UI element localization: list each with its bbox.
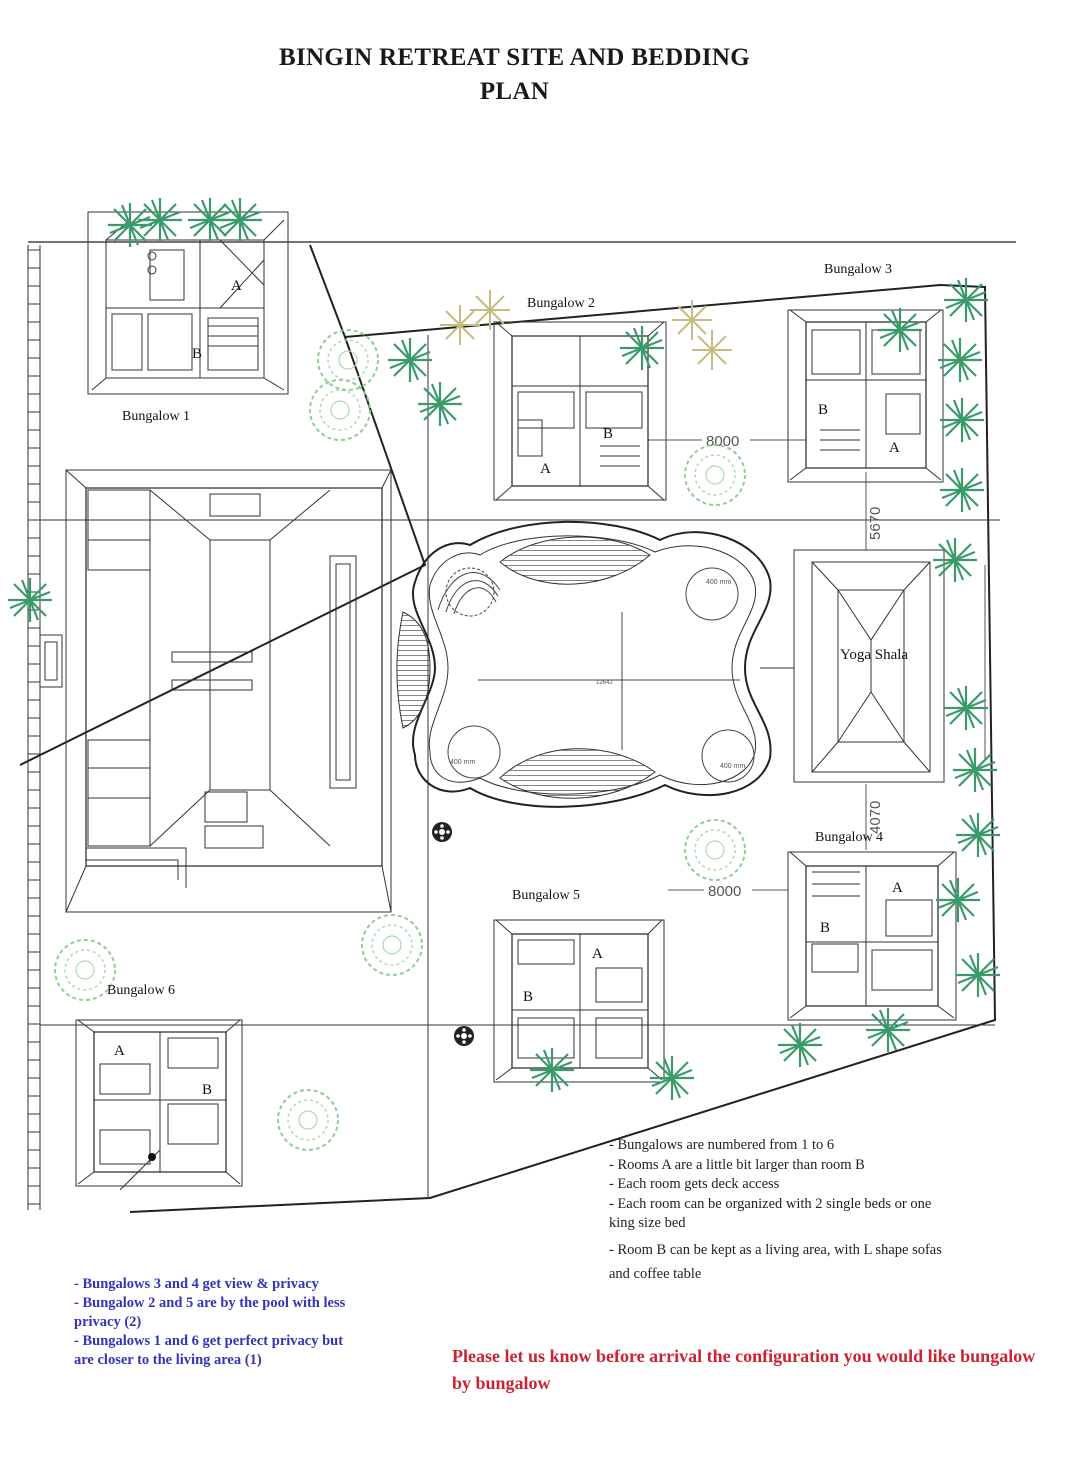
bungalow-6-plan bbox=[75, 1019, 243, 1191]
dimension-5670: 5670 bbox=[867, 507, 884, 540]
page-title-line2: PLAN bbox=[479, 78, 550, 105]
pool-length-dim: 12642 bbox=[596, 680, 613, 686]
bungalow-1-plan bbox=[87, 211, 289, 395]
room-b-label-b4: B bbox=[820, 920, 830, 936]
privacy-note-line: - Bungalows 3 and 4 get view & privacy bbox=[74, 1276, 319, 1292]
room-b-label-b3: B bbox=[818, 402, 828, 418]
note-line: - Each room can be organized with 2 sing… bbox=[609, 1195, 932, 1232]
room-a-label-b3: A bbox=[889, 440, 900, 456]
dimension-8000-bottom: 8000 bbox=[708, 883, 741, 900]
room-a-label-b1: A bbox=[231, 278, 242, 294]
pool-radius-a: 400 mm bbox=[706, 579, 731, 586]
privacy-notes: - Bungalows 3 and 4 get view & privacy -… bbox=[74, 1275, 359, 1370]
call-to-action: Please let us know before arrival the co… bbox=[452, 1346, 1036, 1393]
swimming-pool bbox=[396, 520, 772, 808]
privacy-note-line: - Bungalows 1 and 6 get perfect privacy … bbox=[74, 1333, 344, 1368]
note-line: - Each room gets deck access bbox=[609, 1176, 780, 1192]
room-a-label-b4: A bbox=[892, 880, 903, 896]
bungalow-notes: - Bungalows are numbered from 1 to 6 - R… bbox=[609, 1136, 959, 1286]
living-area-building bbox=[65, 469, 392, 913]
bungalow-4-plan bbox=[787, 851, 957, 1021]
note-line: - Rooms A are a little bit larger than r… bbox=[609, 1156, 865, 1173]
bungalow-4-label: Bungalow 4 bbox=[815, 830, 884, 845]
bungalow-2-label: Bungalow 2 bbox=[527, 296, 596, 311]
site-boundary bbox=[19, 241, 1016, 1213]
vegetation bbox=[6, 196, 1002, 1151]
room-a-label-b2: A bbox=[540, 461, 551, 477]
privacy-note-line: - Bungalow 2 and 5 are by the pool with … bbox=[74, 1295, 346, 1330]
bungalow-1-label: Bungalow 1 bbox=[122, 409, 191, 424]
page-title: BINGIN RETREAT SITE AND BEDDING bbox=[279, 44, 750, 71]
pool-radius-b: 400 mm bbox=[450, 759, 475, 766]
bungalow-3-label: Bungalow 3 bbox=[824, 262, 893, 277]
bungalow-6-label: Bungalow 6 bbox=[107, 983, 176, 998]
dimension-4070: 4070 bbox=[867, 801, 884, 834]
bungalow-5-plan bbox=[493, 919, 665, 1083]
bungalow-3-plan bbox=[778, 309, 944, 483]
room-a-label-b6: A bbox=[114, 1043, 125, 1059]
room-a-label-b5: A bbox=[592, 946, 603, 962]
room-b-label-b5: B bbox=[523, 989, 533, 1005]
note-line: - Room B can be kept as a living area, w… bbox=[609, 1241, 942, 1282]
bungalow-2-plan bbox=[493, 321, 715, 501]
yoga-shala-label: Yoga Shala bbox=[840, 647, 909, 663]
note-line: - Bungalows are numbered from 1 to 6 bbox=[609, 1137, 835, 1153]
room-b-label-b6: B bbox=[202, 1082, 212, 1098]
pool-radius-c: 400 mm bbox=[720, 763, 745, 770]
room-b-label-b2: B bbox=[603, 426, 613, 442]
bungalow-5-label: Bungalow 5 bbox=[512, 888, 581, 903]
boundary-wall-left bbox=[27, 245, 63, 1210]
room-b-label-b1: B bbox=[192, 346, 202, 362]
yoga-shala-building bbox=[760, 549, 945, 783]
dimension-8000-top: 8000 bbox=[706, 433, 739, 450]
